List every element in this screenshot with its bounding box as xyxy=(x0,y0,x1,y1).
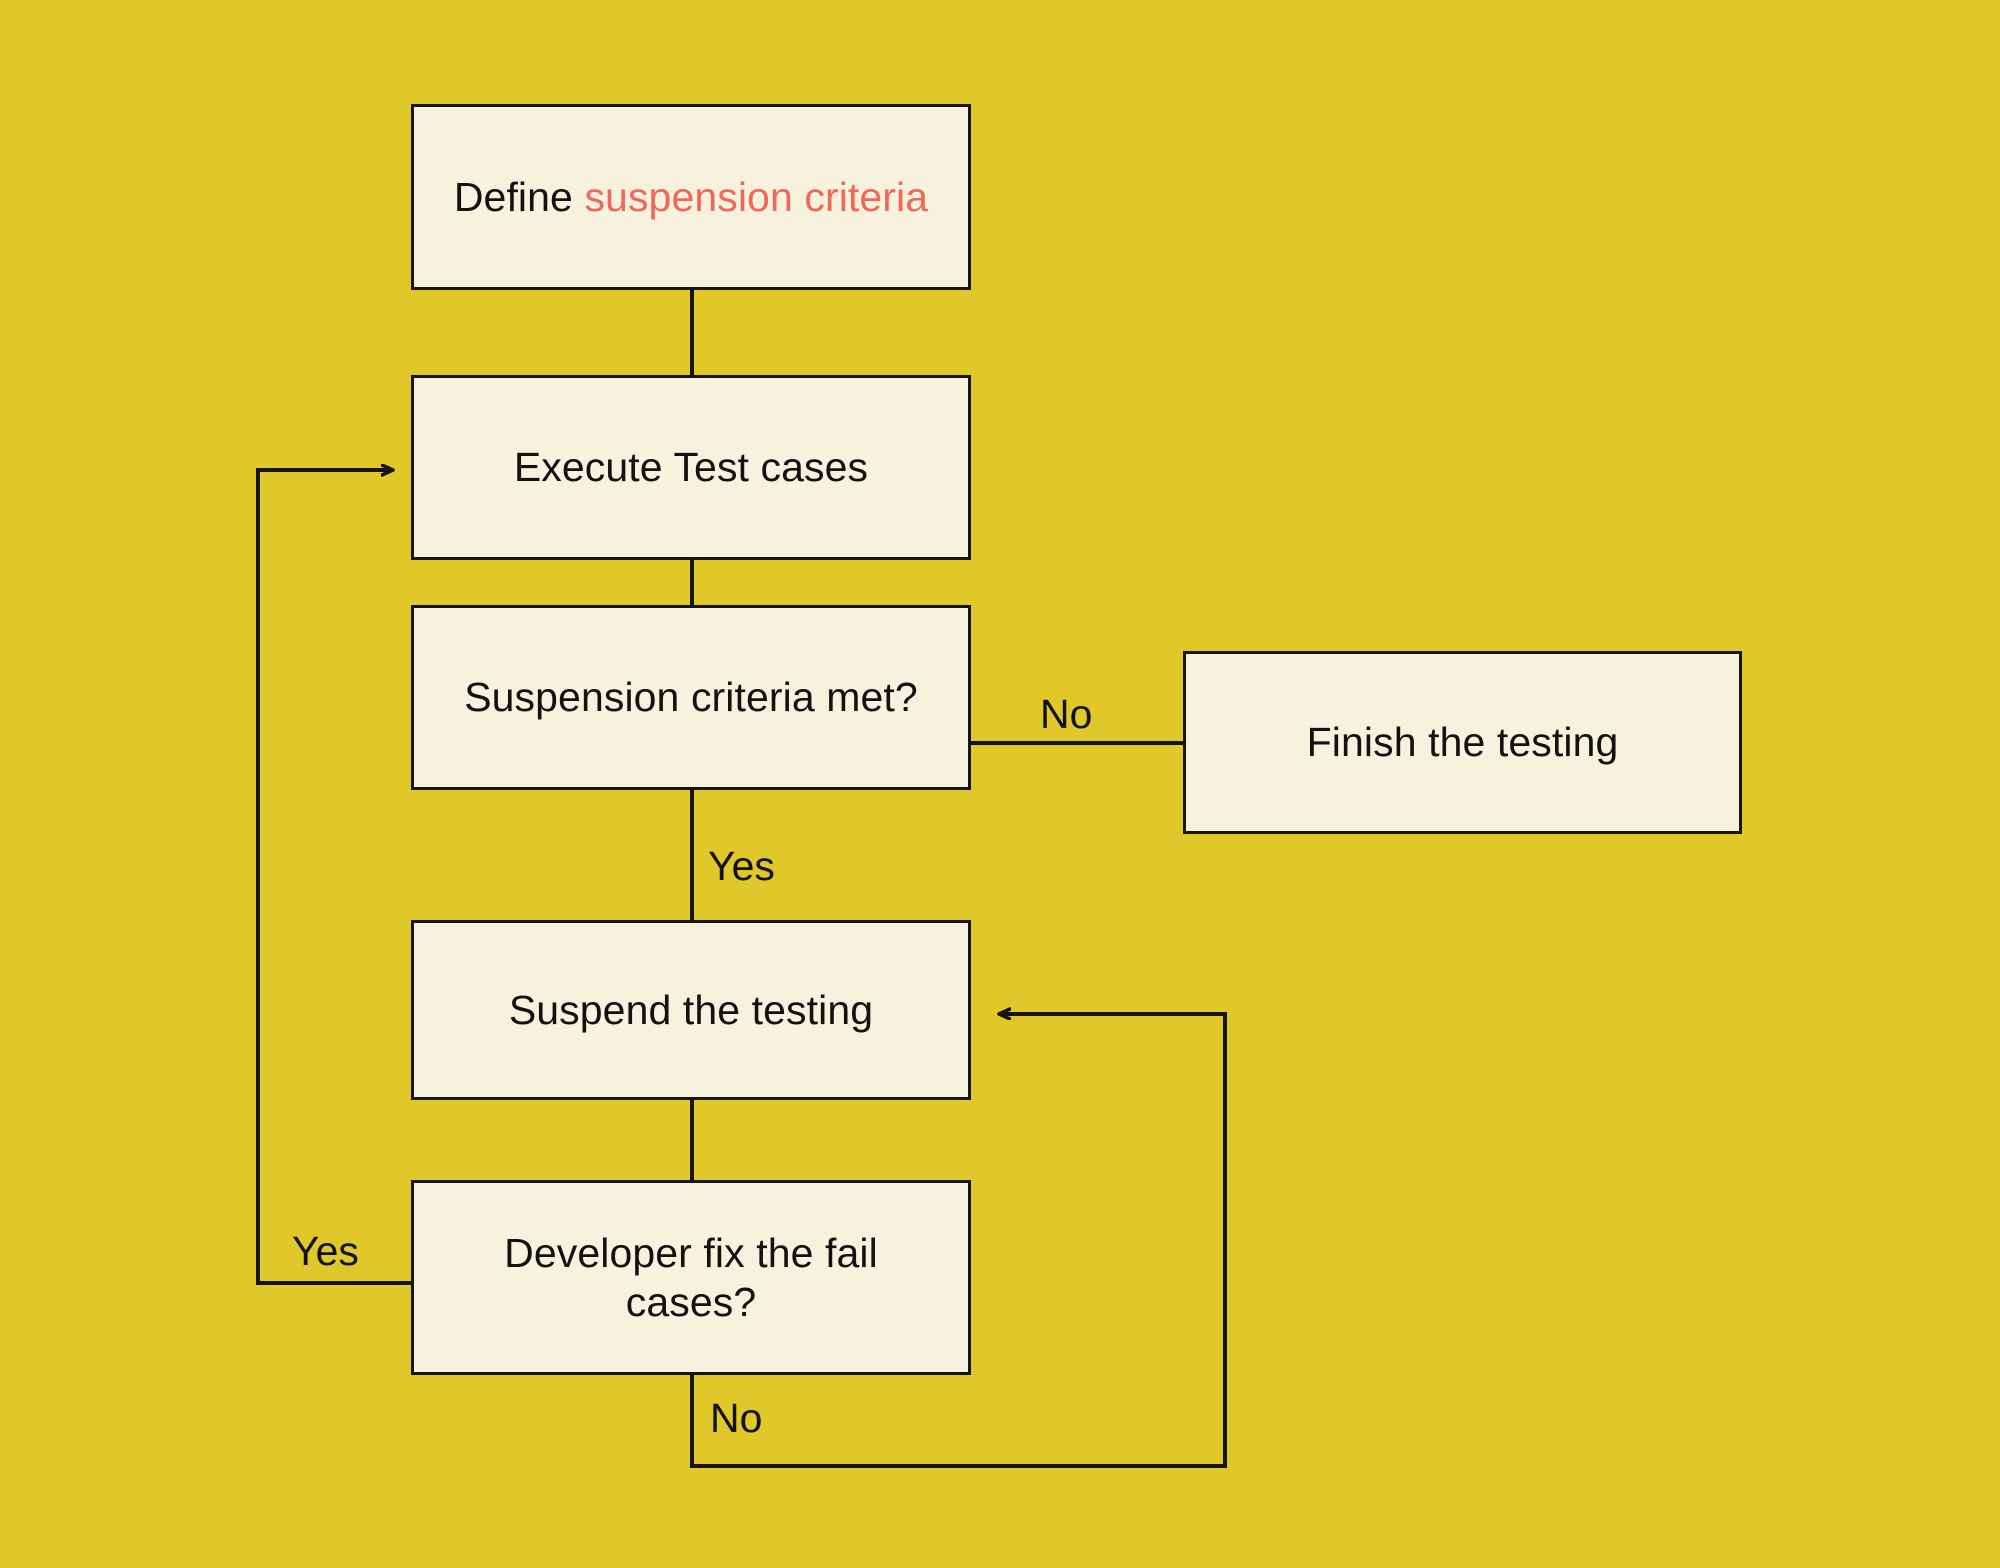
edge-label-criteria-no: No xyxy=(1040,691,1093,737)
node-execute-test-cases[interactable]: Execute Test cases xyxy=(411,375,971,560)
node-define-suspension-criteria-label: Define suspension criteria xyxy=(453,173,929,220)
node-developer-fix-the-fail-cases[interactable]: Developer fix the fail cases? xyxy=(411,1180,971,1375)
node-finish-the-testing-label: Finish the testing xyxy=(1306,719,1619,766)
node-execute-test-cases-label: Execute Test cases xyxy=(513,444,869,491)
node-finish-the-testing[interactable]: Finish the testing xyxy=(1183,651,1742,834)
edge-developer-no-to-suspend xyxy=(690,1014,1227,1468)
edge-developer-yes-to-execute xyxy=(256,470,411,1285)
node-suspend-the-testing-label: Suspend the testing xyxy=(508,986,874,1033)
edge-label-developer-no: No xyxy=(710,1395,763,1441)
node-suspend-the-testing[interactable]: Suspend the testing xyxy=(411,920,971,1100)
node-define-suspension-criteria[interactable]: Define suspension criteria xyxy=(411,104,971,290)
edge-label-developer-yes: Yes xyxy=(292,1228,359,1274)
accent-text-suspension-criteria: suspension criteria xyxy=(584,173,929,220)
node-developer-fix-the-fail-cases-label: Developer fix the fail cases? xyxy=(504,1230,878,1325)
edge-label-criteria-yes: Yes xyxy=(708,843,775,889)
node-suspension-criteria-met-label: Suspension criteria met? xyxy=(464,674,918,721)
node-suspension-criteria-met[interactable]: Suspension criteria met? xyxy=(411,605,971,790)
